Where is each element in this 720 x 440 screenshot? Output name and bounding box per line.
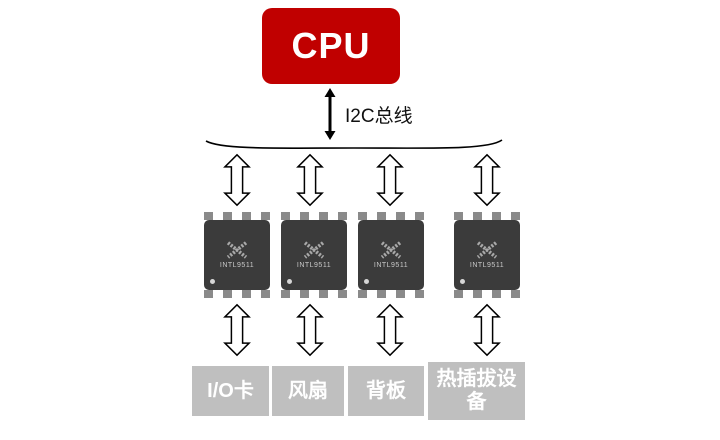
chip2-pin1-dot-icon: [287, 279, 292, 284]
chip3-bottom-pins: [358, 290, 424, 298]
chip2-top-pins: [281, 212, 347, 220]
ic-chip-2: INTL9511: [281, 212, 347, 298]
chip4-top-pins: [454, 212, 520, 220]
device-label-backplane: 背板: [366, 379, 406, 402]
chip4-bottom-pins: [454, 290, 520, 298]
chip2-logo-icon: [303, 241, 325, 259]
chip4-part-number: INTL9511: [469, 262, 505, 269]
chip3-body: INTL9511: [358, 220, 424, 290]
bus-chip2-double-arrow-icon: [296, 153, 324, 207]
chip1-logo-icon: [226, 241, 248, 259]
bus-line: [205, 139, 503, 149]
device-label-io-card: I/O卡: [207, 379, 254, 402]
chip3-device-double-arrow-icon: [376, 303, 404, 357]
cpu-box: CPU: [262, 8, 400, 84]
chip1-part-number: INTL9511: [219, 262, 255, 269]
ic-chip-3: INTL9511: [358, 212, 424, 298]
chip1-bottom-pins: [204, 290, 270, 298]
i2c-bus-label: I2C总线: [345, 106, 413, 127]
ic-chip-4: INTL9511: [454, 212, 520, 298]
device-box-hotswap: 热插拔设备: [428, 362, 525, 420]
chip1-pin1-dot-icon: [210, 279, 215, 284]
chip1-top-pins: [204, 212, 270, 220]
device-box-backplane: 背板: [348, 366, 424, 416]
chip2-device-double-arrow-icon: [296, 303, 324, 357]
chip2-bottom-pins: [281, 290, 347, 298]
bus-chip3-double-arrow-icon: [376, 153, 404, 207]
bus-chip4-double-arrow-icon: [473, 153, 501, 207]
chip3-logo-icon: [380, 241, 402, 259]
chip4-logo-icon: [476, 241, 498, 259]
device-label-hotswap: 热插拔设备: [436, 368, 517, 413]
chip3-pin1-dot-icon: [364, 279, 369, 284]
chip1-device-double-arrow-icon: [223, 303, 251, 357]
device-box-io-card: I/O卡: [192, 366, 269, 416]
chip2-part-number: INTL9511: [296, 262, 332, 269]
ic-chip-1: INTL9511: [204, 212, 270, 298]
device-box-fan: 风扇: [272, 366, 344, 416]
device-label-fan: 风扇: [288, 379, 328, 402]
chip2-body: INTL9511: [281, 220, 347, 290]
cpu-bus-double-arrow-icon: [324, 88, 336, 140]
bus-chip1-double-arrow-icon: [223, 153, 251, 207]
chip3-part-number: INTL9511: [373, 262, 409, 269]
chip4-pin1-dot-icon: [460, 279, 465, 284]
chip4-device-double-arrow-icon: [473, 303, 501, 357]
chip1-body: INTL9511: [204, 220, 270, 290]
chip3-top-pins: [358, 212, 424, 220]
cpu-label: CPU: [291, 25, 371, 66]
chip4-body: INTL9511: [454, 220, 520, 290]
